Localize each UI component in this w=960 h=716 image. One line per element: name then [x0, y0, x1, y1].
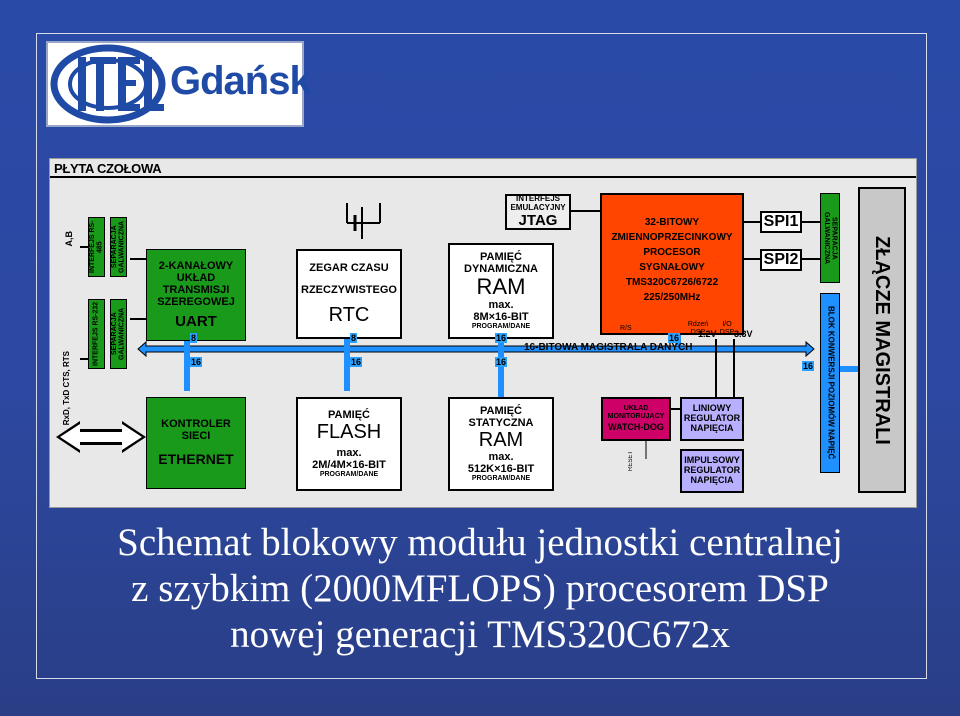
bus-width-16-uart: 16 — [190, 357, 203, 367]
spi1-port: SPI1 — [760, 211, 802, 233]
block-diagram: PŁYTA CZOŁOWA A,B Rx — [49, 158, 917, 508]
rs485-interface: INTERFEJS RS-485 — [88, 217, 105, 277]
bus-width-16-connector: 16 — [802, 361, 815, 371]
iel-logo-mark — [50, 44, 166, 124]
bus-connector: ZŁĄCZE MAGISTRALI — [858, 187, 906, 493]
diagram-title: PŁYTA CZOŁOWA — [54, 161, 162, 176]
voltage-3v3: 3.3V — [734, 329, 753, 339]
bus-width-16-rtc: 16 — [350, 357, 363, 367]
caption-line-3: nowej generacji TMS320C672x — [230, 613, 730, 656]
slide-frame — [36, 33, 927, 679]
data-bus-arrow — [137, 340, 815, 358]
reset-label: RESET — [628, 451, 634, 472]
ab-label: A,B — [64, 231, 74, 247]
galvanic-separation-3: SEPARACJA GALWANICZNA — [820, 193, 840, 283]
rs232-interface: INTERFEJS RS-232 — [88, 299, 105, 369]
galvanic-separation-2: SEPARACJA GALWANICZNA — [110, 299, 127, 369]
divider — [50, 176, 916, 178]
slide-caption: Schemat blokowy modułu jednostki central… — [0, 520, 960, 658]
voltage-1v2: 1.2V — [698, 329, 717, 339]
spi2-port: SPI2 — [760, 249, 802, 271]
bus-width-8-uart: 8 — [190, 333, 198, 343]
bus-width-16-dram: 16 — [495, 333, 508, 343]
caption-line-2: z szybkim (2000MFLOPS) procesorem DSP — [131, 567, 829, 610]
logo-text: Gdańsk — [170, 59, 312, 103]
galvanic-separation-1: SEPARACJA GALWANICZNA — [110, 217, 127, 277]
level-conversion-block: BLOK KONWERSJI POZIOMÓW NAPIĘĆ — [820, 293, 840, 473]
rx-label: RxD, TxD CTS, RTS — [62, 351, 71, 426]
logo: Gdańsk — [46, 41, 312, 127]
bus-label: 16-BITOWA MAGISTRALA DANYCH — [524, 342, 693, 353]
bus-width-16-sram: 16 — [495, 357, 508, 367]
bus-width-8-rtc: 8 — [350, 333, 358, 343]
bus-width-16-cpu: 16 — [668, 333, 681, 343]
caption-line-1: Schemat blokowy modułu jednostki central… — [117, 521, 843, 564]
